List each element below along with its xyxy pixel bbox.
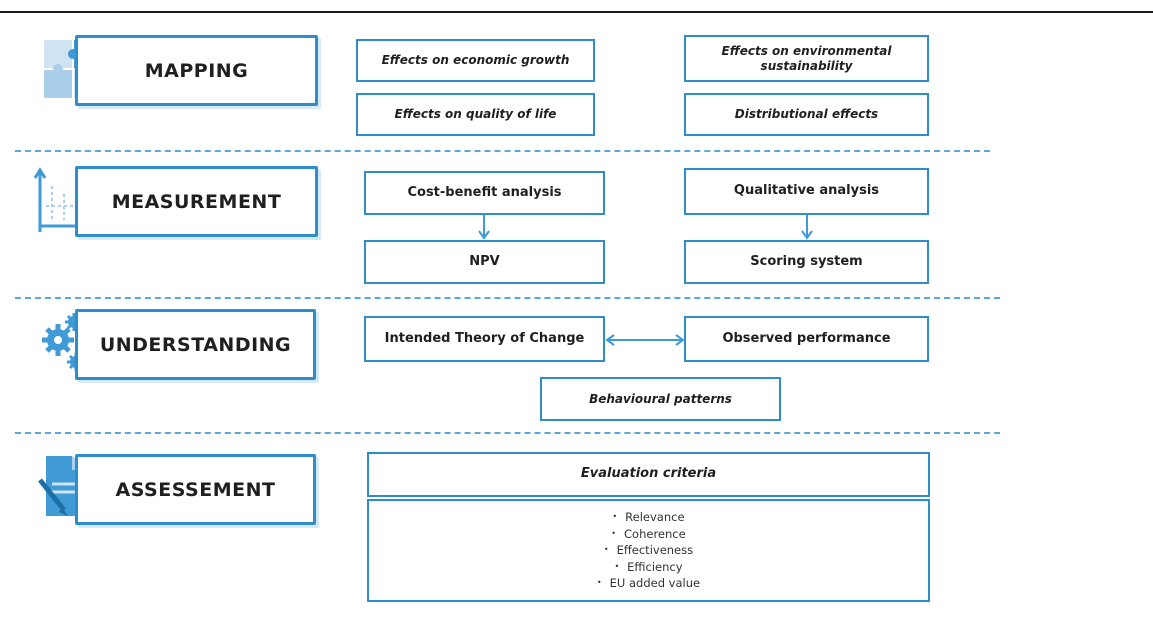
stage-measurement: MEASUREMENT xyxy=(75,166,318,237)
qualitative-analysis-box: Qualitative analysis xyxy=(684,168,929,215)
effects-economic-growth-label: Effects on economic growth xyxy=(381,53,570,67)
cost-benefit-analysis-box: Cost-benefit analysis xyxy=(364,171,605,215)
scoring-system-box: Scoring system xyxy=(684,240,929,284)
intended-theory-of-change-label: Intended Theory of Change xyxy=(384,330,585,346)
stage-mapping-label: MAPPING xyxy=(144,59,249,82)
distributional-effects-label: Distributional effects xyxy=(734,107,879,121)
arrow-down-icon xyxy=(478,215,490,240)
npv-label: NPV xyxy=(469,253,500,269)
top-rule xyxy=(0,11,1153,13)
double-arrow-icon xyxy=(605,334,685,346)
section-divider xyxy=(15,297,1000,299)
stage-understanding: UNDERSTANDING xyxy=(75,309,316,380)
intended-theory-of-change-box: Intended Theory of Change xyxy=(364,316,605,362)
stage-understanding-label: UNDERSTANDING xyxy=(99,333,292,356)
list-item: Effectiveness xyxy=(597,542,700,559)
evaluation-criteria-list: Relevance Coherence Effectiveness Effici… xyxy=(367,499,930,602)
arrow-down-icon xyxy=(801,215,813,240)
evaluation-criteria-box: Evaluation criteria xyxy=(367,452,930,497)
distributional-effects-box: Distributional effects xyxy=(684,93,929,136)
qualitative-analysis-label: Qualitative analysis xyxy=(733,183,880,199)
stage-assessement-label: ASSESSEMENT xyxy=(115,478,276,501)
stage-measurement-label: MEASUREMENT xyxy=(111,190,282,213)
criteria-list: Relevance Coherence Effectiveness Effici… xyxy=(597,509,700,592)
observed-performance-box: Observed performance xyxy=(684,316,929,362)
list-item: Efficiency xyxy=(597,559,700,576)
effects-quality-of-life-label: Effects on quality of life xyxy=(394,107,557,121)
npv-box: NPV xyxy=(364,240,605,284)
evaluation-criteria-label: Evaluation criteria xyxy=(580,466,717,482)
behavioural-patterns-label: Behavioural patterns xyxy=(589,391,732,406)
scoring-system-label: Scoring system xyxy=(750,253,863,269)
behavioural-patterns-box: Behavioural patterns xyxy=(540,377,781,421)
observed-performance-label: Observed performance xyxy=(722,330,891,346)
section-divider xyxy=(15,432,1000,434)
section-divider xyxy=(15,150,990,152)
stage-assessement: ASSESSEMENT xyxy=(75,454,316,525)
effects-environmental-label: Effects on environmental sustainability xyxy=(721,43,892,73)
list-item: Coherence xyxy=(597,526,700,543)
list-item: Relevance xyxy=(597,509,700,526)
stage-mapping: MAPPING xyxy=(75,35,318,106)
list-item: EU added value xyxy=(597,575,700,592)
effects-quality-of-life-box: Effects on quality of life xyxy=(356,93,595,136)
effects-environmental-box: Effects on environmental sustainability xyxy=(684,35,929,82)
effects-economic-growth-box: Effects on economic growth xyxy=(356,39,595,82)
cost-benefit-analysis-label: Cost-benefit analysis xyxy=(407,184,562,200)
